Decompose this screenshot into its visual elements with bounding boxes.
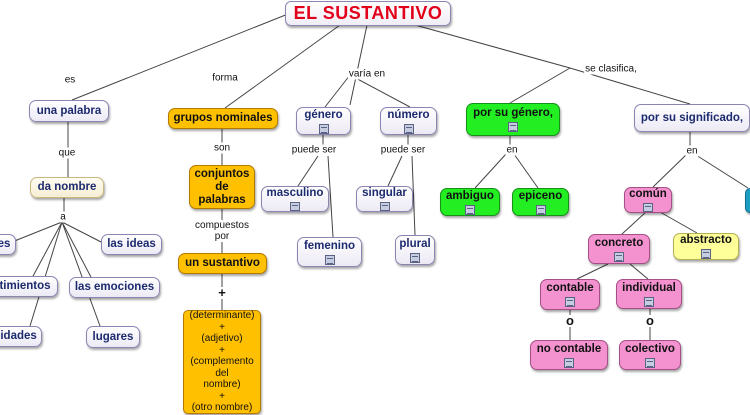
node-las-ideas[interactable]: las ideas xyxy=(101,234,162,255)
node-un-sustantivo[interactable]: un sustantivo xyxy=(178,253,267,274)
node-partial-es[interactable]: es xyxy=(0,234,16,255)
document-icon[interactable] xyxy=(379,202,390,211)
link-se-clasifica: se clasifica, xyxy=(584,63,638,75)
title-node[interactable]: EL SUSTANTIVO xyxy=(285,1,451,26)
node-colectivo[interactable]: colectivo xyxy=(619,340,681,370)
document-icon[interactable] xyxy=(290,202,300,211)
node-plural[interactable]: plural xyxy=(395,235,435,265)
node-ambiguo[interactable]: ambiguo xyxy=(440,188,500,216)
link-compuestos-por: compuestos por xyxy=(194,220,250,242)
link-que: que xyxy=(57,147,77,159)
node-por-su-significado[interactable]: por su significado, xyxy=(634,104,750,132)
document-icon[interactable] xyxy=(465,204,475,215)
link-o-contable: o xyxy=(566,313,574,328)
link-forma: forma xyxy=(211,72,239,84)
document-icon[interactable] xyxy=(614,251,624,262)
node-comun[interactable]: común xyxy=(624,187,672,213)
node-concreto[interactable]: concreto xyxy=(588,234,650,264)
node-masculino[interactable]: masculino xyxy=(261,186,329,212)
link-es: es xyxy=(63,74,77,86)
node-femenino[interactable]: femenino xyxy=(297,237,362,267)
document-icon[interactable] xyxy=(410,252,420,263)
node-no-contable[interactable]: no contable xyxy=(530,340,608,370)
node-las-emociones[interactable]: las emociones xyxy=(69,277,160,298)
document-icon[interactable] xyxy=(508,122,518,132)
node-epiceno[interactable]: epiceno xyxy=(512,188,569,216)
document-icon[interactable] xyxy=(701,249,711,259)
document-icon[interactable] xyxy=(645,357,655,368)
document-icon[interactable] xyxy=(324,254,335,265)
link-varia-en: varía en xyxy=(347,68,387,80)
node-abstracto[interactable]: abstracto xyxy=(673,233,739,260)
node-grupos-nominales[interactable]: grupos nominales xyxy=(168,108,278,129)
node-da-nombre[interactable]: da nombre xyxy=(30,177,104,198)
document-icon[interactable] xyxy=(643,203,653,212)
link-plus: + xyxy=(218,285,226,300)
page-title: EL SUSTANTIVO xyxy=(293,3,443,23)
document-icon[interactable] xyxy=(565,297,575,307)
node-partial-timientos[interactable]: timientos xyxy=(0,276,58,297)
link-son: son xyxy=(212,142,232,154)
node-conjuntos-de-palabras[interactable]: conjuntos de palabras xyxy=(189,165,255,209)
document-icon[interactable] xyxy=(318,123,329,134)
node-numero[interactable]: número xyxy=(380,107,437,135)
document-icon[interactable] xyxy=(644,296,654,307)
document-icon[interactable] xyxy=(564,357,574,368)
node-contable[interactable]: contable xyxy=(540,279,600,310)
node-individual[interactable]: individual xyxy=(616,279,682,309)
document-icon[interactable] xyxy=(535,204,546,215)
link-puede-ser-numero: puede ser xyxy=(379,144,427,156)
node-genero[interactable]: género xyxy=(296,107,351,135)
link-a: a xyxy=(59,211,67,223)
link-en-genero: en xyxy=(505,144,519,156)
link-en-significado: en xyxy=(685,145,699,157)
node-singular[interactable]: singular xyxy=(356,186,413,212)
node-lugares[interactable]: lugares xyxy=(86,326,140,348)
node-por-su-genero[interactable]: por su género, xyxy=(466,103,560,136)
node-partial-lidades[interactable]: lidades xyxy=(0,326,42,347)
document-icon[interactable] xyxy=(403,123,414,134)
node-una-palabra[interactable]: una palabra xyxy=(29,100,109,122)
node-formula[interactable]: (determinante) + (adjetivo) + (complemen… xyxy=(183,310,261,414)
link-o-individual: o xyxy=(646,313,654,328)
node-partial-cyan[interactable] xyxy=(745,188,750,213)
link-puede-ser-genero: puede ser xyxy=(290,144,338,156)
